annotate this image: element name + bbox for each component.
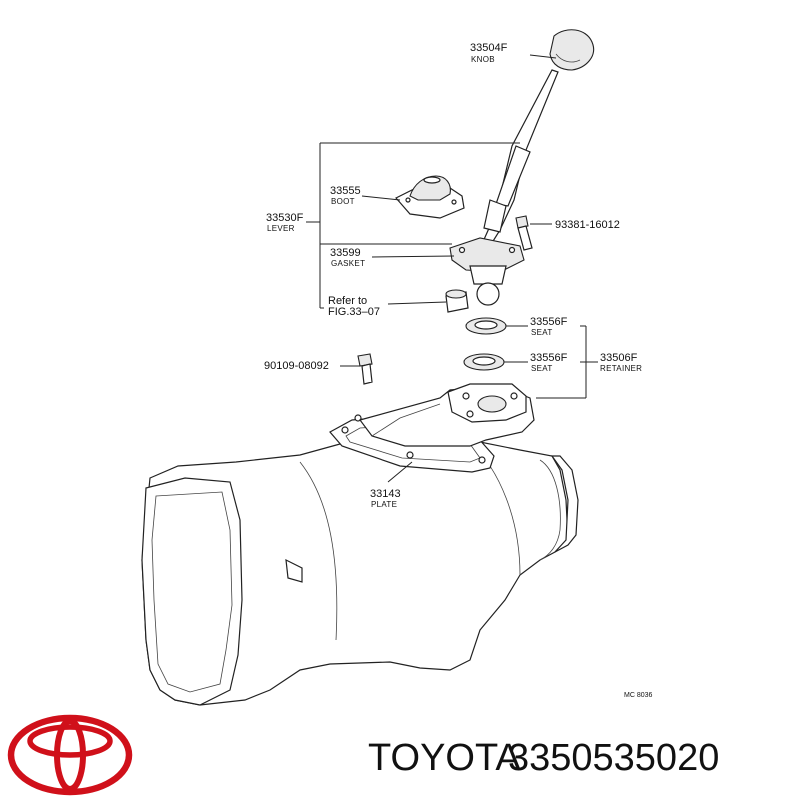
lever-ball: [476, 282, 500, 306]
seat-upper-part-number: 33556F: [530, 316, 568, 328]
seat-lower-part-number: 33556F: [530, 352, 568, 364]
knob-part-number: 33504F: [470, 42, 508, 54]
transmission-case: [141, 431, 579, 706]
part-number: 3350535020: [508, 737, 719, 779]
seat-lower-name: SEAT: [531, 364, 553, 373]
shift-lever: [449, 69, 559, 306]
bushing: [445, 289, 469, 313]
gasket-name: GASKET: [331, 259, 365, 268]
refer-line-1: Refer to: [328, 295, 367, 307]
brand-name: TOYOTA: [368, 737, 521, 779]
boot-part-number: 33555: [330, 185, 361, 197]
retainer-bolt-hole: [466, 410, 474, 418]
screw-part-number: 90109-08092: [264, 360, 329, 372]
plate-hole: [478, 456, 486, 464]
retainer-name: RETAINER: [600, 364, 642, 373]
refer-line-2: FIG.33–07: [328, 306, 380, 318]
seat-upper: [465, 317, 507, 335]
shift-retainer-housing: [358, 383, 535, 447]
toyota-logo-icon: [7, 714, 133, 796]
callout-labels: 33504F KNOB 33555 BOOT 33530F LEVER 9338…: [264, 42, 653, 699]
knob-name: KNOB: [471, 55, 495, 64]
boot-hole: [405, 197, 411, 203]
screw: [357, 353, 373, 385]
plate-hole: [354, 414, 362, 422]
gasket-hole: [458, 246, 466, 254]
retainer-bore: [477, 395, 507, 413]
plate-name: PLATE: [371, 500, 397, 509]
shift-knob: [549, 29, 594, 71]
retainer-bolt-hole: [510, 392, 518, 400]
seat-upper-name: SEAT: [531, 328, 553, 337]
plate-part-number: 33143: [370, 488, 401, 500]
diagram-code: MC 8036: [624, 692, 653, 699]
lever-part-number: 33530F: [266, 212, 304, 224]
retainer-bolt-hole: [462, 392, 470, 400]
plate-hole: [406, 451, 414, 459]
shift-boot: [395, 175, 465, 219]
gasket-part-number: 33599: [330, 247, 361, 259]
bolt: [515, 215, 533, 251]
boot-name: BOOT: [331, 197, 355, 206]
leader-lines: [306, 54, 598, 483]
plate-hole: [341, 426, 349, 434]
gasket-hole: [508, 246, 516, 254]
bolt-part-number: 93381-16012: [555, 219, 620, 231]
lever-name: LEVER: [267, 224, 295, 233]
seat-lower: [463, 353, 505, 371]
boot-hole: [451, 199, 457, 205]
retainer-part-number: 33506F: [600, 352, 638, 364]
